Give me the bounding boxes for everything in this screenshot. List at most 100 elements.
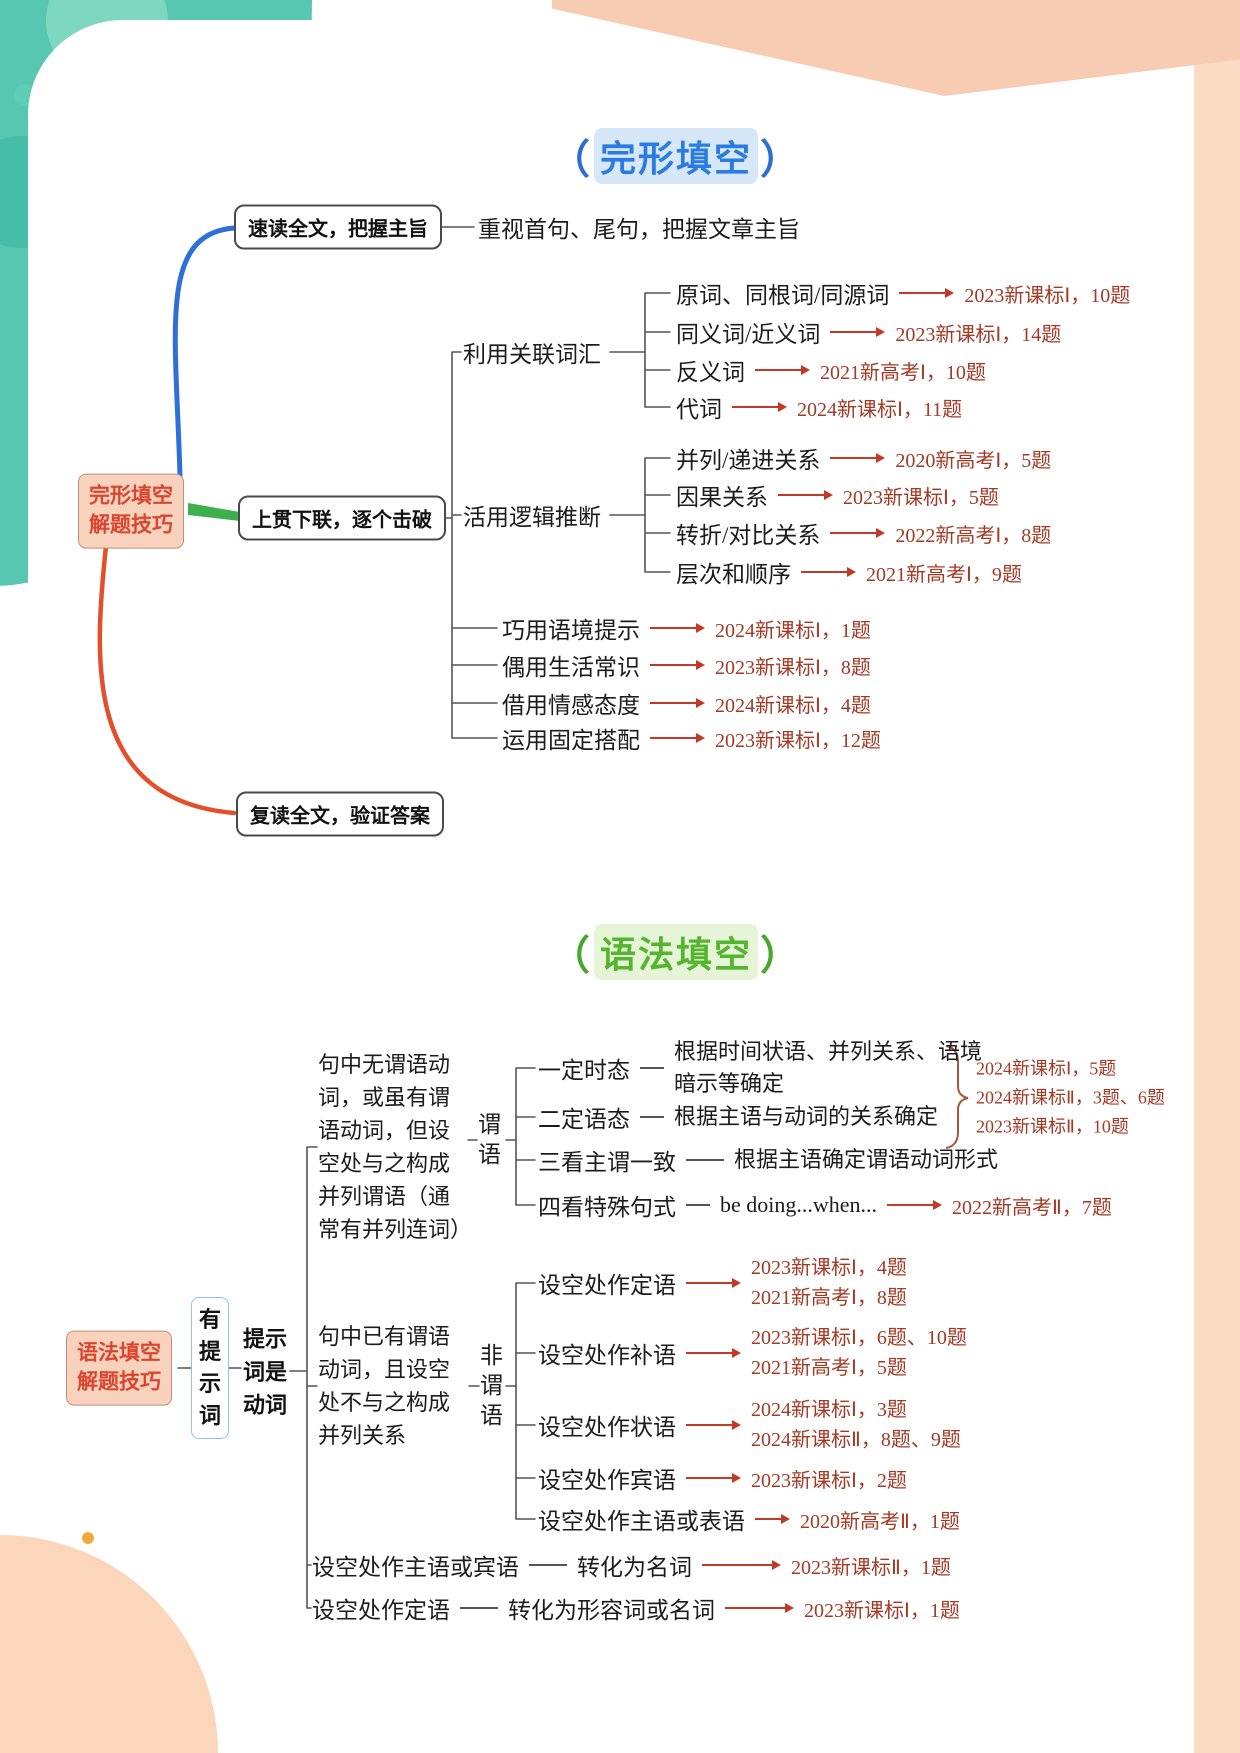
exam-ref: 2023新课标Ⅰ，12题 bbox=[715, 729, 881, 752]
exam-ref: 2021新高考Ⅰ，9题 bbox=[866, 563, 1022, 586]
arrow-icon bbox=[830, 528, 886, 538]
exam-ref-group: 2023新课标Ⅰ，6题、10题 2021新高考Ⅰ，5题 bbox=[751, 1323, 967, 1383]
exam-ref: 2024新课标Ⅰ，4题 bbox=[715, 694, 871, 717]
dash-connector bbox=[640, 1116, 664, 1118]
arrow-icon bbox=[830, 327, 886, 337]
exam-ref: 2021新高考Ⅰ，5题 bbox=[751, 1357, 907, 1379]
arrow-icon bbox=[801, 567, 856, 577]
pattern-text: be doing...when... bbox=[720, 1192, 878, 1217]
item-label: 巧用语境提示 bbox=[502, 618, 640, 643]
exam-ref: 2023新课标Ⅱ，1题 bbox=[791, 1556, 951, 1579]
exam-ref: 2020新高考Ⅰ，5题 bbox=[895, 449, 1052, 472]
item-label: 设空处作补语 bbox=[538, 1343, 676, 1368]
cloze-step3-node: 复读全文，验证答案 bbox=[236, 791, 444, 837]
list-item: 并列/递进关系 2020新高考Ⅰ，5题 bbox=[676, 441, 1051, 475]
arrow-icon bbox=[686, 1348, 741, 1358]
exam-ref: 2023新课标Ⅰ，5题 bbox=[843, 486, 999, 509]
arrow-icon bbox=[725, 1603, 794, 1613]
root-branch-blue bbox=[172, 225, 237, 479]
predicate-label: 谓 语 bbox=[478, 1112, 501, 1167]
rule-desc: 根据主语确定谓语动词形式 bbox=[734, 1147, 999, 1172]
decoration-right-strip bbox=[1194, 0, 1240, 1753]
exam-ref: 2024新课标Ⅰ，1题 bbox=[715, 619, 871, 642]
list-item: 设空处作主语或表语 2020新高考Ⅱ，1题 bbox=[538, 1502, 960, 1536]
arrow-icon bbox=[650, 623, 705, 633]
arrow-icon bbox=[899, 288, 955, 298]
list-item: 巧用语境提示 2024新课标Ⅰ，1题 bbox=[502, 611, 871, 645]
exam-ref: 2020新高考Ⅱ，1题 bbox=[800, 1510, 960, 1533]
grammar-tree-lines bbox=[177, 1067, 536, 1609]
rule-item: 一定时态 根据时间状语、并列关系、语境 暗示等确定 bbox=[538, 1036, 982, 1100]
item-label: 四看特殊句式 bbox=[538, 1195, 676, 1220]
cloze-root-node: 完形填空 解题技巧 bbox=[78, 473, 184, 549]
root-branch-green bbox=[188, 503, 240, 521]
has-hint-node: 有 提 示 词 bbox=[191, 1297, 230, 1439]
item-label: 偶用生活常识 bbox=[502, 655, 640, 680]
conversion-via: 转化为形容词或名词 bbox=[508, 1598, 715, 1623]
rule-item: 四看特殊句式 be doing...when... 2022新高考Ⅱ，7题 bbox=[538, 1188, 1112, 1222]
list-item: 借用情感态度 2024新课标Ⅰ，4题 bbox=[502, 686, 871, 720]
exam-ref: 2023新课标Ⅰ，8题 bbox=[715, 656, 871, 679]
decoration-orange-dot bbox=[82, 1532, 94, 1544]
arrow-icon bbox=[732, 402, 787, 412]
item-label: 反义词 bbox=[676, 360, 745, 385]
exam-ref: 2021新高考Ⅰ，10题 bbox=[820, 361, 986, 384]
section-title-text: 完形填空 bbox=[594, 128, 759, 184]
item-label: 运用固定搭配 bbox=[502, 728, 640, 753]
exam-ref-group: 2023新课标Ⅰ，4题 2021新高考Ⅰ，8题 bbox=[751, 1253, 907, 1313]
conversion-item: 设空处作定语 转化为形容词或名词 2023新课标Ⅰ，1题 bbox=[312, 1591, 960, 1625]
arrow-icon bbox=[778, 490, 833, 500]
exam-ref: 2023新课标Ⅰ，14题 bbox=[895, 323, 1062, 346]
list-item: 原词、同根词/同源词 2023新课标Ⅰ，10题 bbox=[676, 276, 1130, 310]
dash-connector bbox=[529, 1564, 567, 1566]
arrow-icon bbox=[755, 1514, 790, 1524]
list-item: 偶用生活常识 2023新课标Ⅰ，8题 bbox=[502, 648, 871, 682]
exam-ref: 2024新课标Ⅱ，8题、9题 bbox=[751, 1429, 961, 1451]
item-label: 设空处作定语 bbox=[538, 1273, 676, 1298]
item-label: 并列/递进关系 bbox=[676, 448, 821, 473]
list-item: 运用固定搭配 2023新课标Ⅰ，12题 bbox=[502, 721, 881, 755]
section-title-grammar: （语法填空） bbox=[548, 923, 804, 981]
exam-ref: 2023新课标Ⅰ，6题、10题 bbox=[751, 1327, 967, 1349]
exam-ref: 2023新课标Ⅰ，2题 bbox=[751, 1469, 907, 1492]
hint-is-verb-node: 提示 词是 动词 bbox=[243, 1326, 288, 1418]
item-label: 代词 bbox=[676, 397, 722, 422]
exam-ref: 2023新课标Ⅰ，1题 bbox=[804, 1599, 960, 1622]
cloze-step2-node: 上贯下联，逐个击破 bbox=[238, 495, 446, 541]
exam-ref: 2024新课标Ⅰ，5题 bbox=[976, 1058, 1117, 1079]
arrow-icon bbox=[686, 1420, 741, 1430]
rule-desc: 根据时间状语、并列关系、语境 暗示等确定 bbox=[674, 1039, 983, 1096]
exam-ref: 2024新课标Ⅱ，3题、6题 bbox=[976, 1087, 1165, 1108]
cloze-tree-lines bbox=[441, 226, 671, 739]
exam-ref: 2024新课标Ⅰ，11题 bbox=[797, 398, 963, 421]
list-item: 设空处作宾语 2023新课标Ⅰ，2题 bbox=[538, 1461, 907, 1495]
item-label: 设空处作主语或宾语 bbox=[312, 1555, 519, 1580]
exam-ref: 2022新高考Ⅱ，7题 bbox=[952, 1196, 1112, 1219]
predicate-condition: 句中无谓语动 词，或虽有谓 语动词，但设 空处与之构成 并列谓语（通 常有并列连… bbox=[318, 1052, 473, 1242]
group-label-vocab: 利用关联词汇 bbox=[463, 342, 601, 367]
arrow-icon bbox=[686, 1473, 741, 1483]
item-label: 层次和顺序 bbox=[676, 562, 791, 587]
conversion-item: 设空处作主语或宾语 转化为名词 2023新课标Ⅱ，1题 bbox=[312, 1548, 951, 1582]
list-item: 转折/对比关系 2022新高考Ⅰ，8题 bbox=[676, 516, 1051, 550]
grammar-root-node: 语法填空 解题技巧 bbox=[66, 1330, 172, 1406]
non-predicate-condition: 句中已有谓语 动词，且设空 处不与之构成 并列关系 bbox=[318, 1324, 451, 1448]
non-predicate-label: 非 谓 语 bbox=[480, 1343, 503, 1428]
list-item: 因果关系 2023新课标Ⅰ，5题 bbox=[676, 478, 999, 512]
conversion-via: 转化为名词 bbox=[577, 1555, 692, 1580]
list-item: 同义词/近义词 2023新课标Ⅰ，14题 bbox=[676, 315, 1061, 349]
paren-close: ） bbox=[760, 934, 803, 978]
item-label: 三看主谓一致 bbox=[538, 1150, 676, 1175]
item-label: 原词、同根词/同源词 bbox=[676, 283, 890, 308]
list-item: 代词 2024新课标Ⅰ，11题 bbox=[676, 390, 962, 424]
list-item: 设空处作状语 2024新课标Ⅰ，3题 2024新课标Ⅱ，8题、9题 bbox=[538, 1395, 961, 1455]
rule-desc: 根据主语与动词的关系确定 bbox=[674, 1104, 939, 1129]
dash-connector bbox=[460, 1607, 498, 1609]
exam-ref: 2023新课标Ⅱ，10题 bbox=[976, 1116, 1129, 1137]
brace-icon bbox=[945, 1045, 969, 1149]
list-item: 设空处作补语 2023新课标Ⅰ，6题、10题 2021新高考Ⅰ，5题 bbox=[538, 1323, 967, 1383]
item-label: 一定时态 bbox=[538, 1058, 630, 1083]
